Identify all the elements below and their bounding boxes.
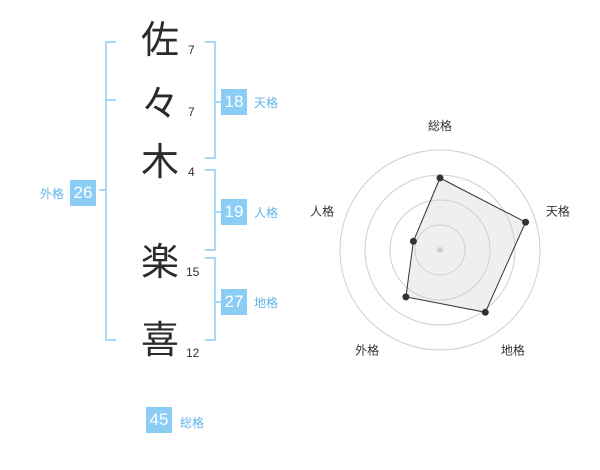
radar-center (437, 247, 443, 253)
name-char-5: 喜 (140, 318, 179, 362)
radar-axis-label-3: 地格 (501, 342, 525, 357)
jinkaku-value: 19 (221, 199, 247, 225)
radar-axis-label-5: 人格 (310, 204, 334, 219)
chikaku-bracket (205, 257, 216, 341)
gaikaku-label: 外格 (40, 187, 65, 201)
radar-point-2 (522, 218, 530, 226)
radar-point-3 (481, 308, 489, 316)
jinkaku-bracket (205, 169, 216, 251)
stroke-count-5: 12 (186, 346, 200, 360)
chikaku-label: 地格 (254, 296, 279, 310)
chikaku-value: 27 (221, 289, 247, 315)
radar-ring-4 (339, 149, 541, 351)
stroke-count-2: 7 (188, 105, 195, 119)
tenkaku-value: 18 (221, 89, 247, 115)
radar-axis-label-2: 天格 (546, 204, 570, 219)
radar-axis-label-4: 外格 (355, 342, 379, 357)
name-char-1: 佐 (140, 18, 179, 62)
radar-axis-label-1: 総格 (428, 118, 452, 133)
gaikaku-value: 26 (70, 180, 96, 206)
name-char-4: 楽 (140, 240, 179, 284)
soukaku-label: 総格 (180, 416, 205, 430)
tenkaku-bracket (205, 41, 216, 159)
radar-ring-1 (414, 224, 466, 276)
stroke-count-1: 7 (188, 43, 195, 57)
stroke-count-3: 4 (188, 165, 195, 179)
name-char-3: 木 (140, 140, 179, 184)
radar-point-5 (409, 237, 417, 245)
name-char-2: 々 (140, 82, 179, 126)
soukaku-value: 45 (146, 407, 172, 433)
gaikaku-bracket (105, 41, 116, 341)
radar-ring-2 (389, 199, 491, 301)
tenkaku-label: 天格 (254, 96, 279, 110)
radar-point-1 (436, 174, 444, 182)
radar-area (405, 177, 527, 313)
radar-point-4 (402, 293, 410, 301)
jinkaku-label: 人格 (254, 206, 279, 220)
stroke-count-4: 15 (186, 265, 200, 279)
